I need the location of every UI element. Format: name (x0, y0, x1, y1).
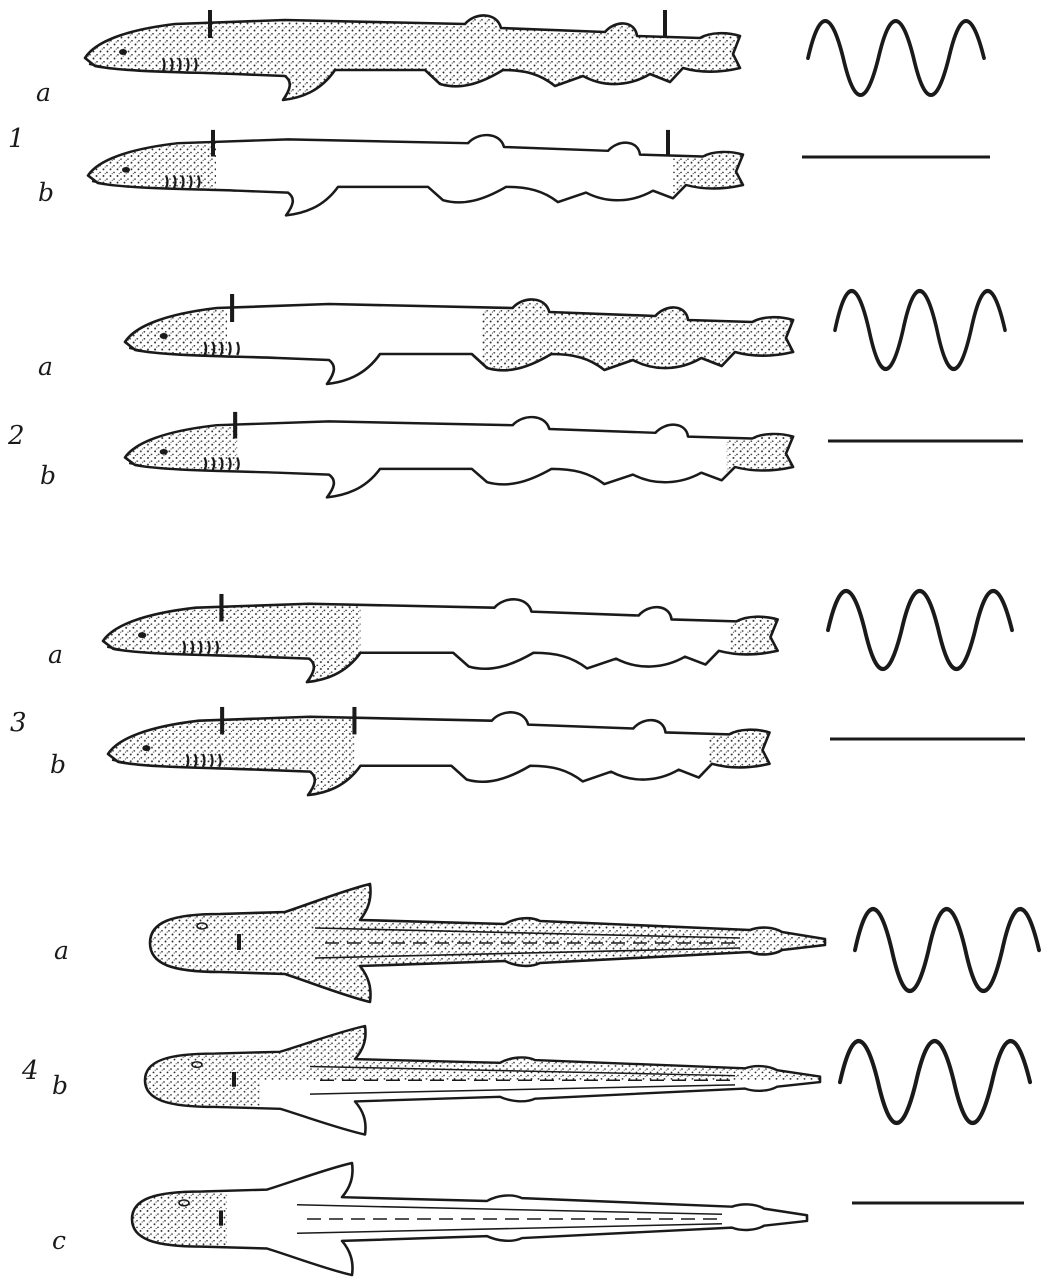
row-label-2b: b (40, 463, 56, 488)
shark-4c (132, 1154, 807, 1282)
row-label-3b: b (50, 752, 66, 777)
shark-4a (150, 874, 850, 1014)
shark-3b (108, 695, 876, 832)
row-label-3a: a (48, 642, 63, 667)
wave-trace-2a (835, 291, 1005, 369)
shark-2a (125, 282, 900, 422)
group-label-4: 4 (22, 1058, 39, 1084)
group-label-2: 2 (8, 423, 25, 449)
shark-2b (125, 401, 900, 534)
group-label-1: 1 (8, 126, 25, 152)
wave-trace-3a (828, 591, 1012, 669)
group-label-3: 3 (10, 710, 27, 736)
row-label-1b: b (38, 180, 54, 205)
wave-trace-4a (855, 909, 1039, 991)
wave-trace-1a (808, 21, 984, 95)
row-label-4b: b (52, 1073, 68, 1098)
shark-1b (88, 119, 848, 252)
shark-4b (145, 1017, 845, 1136)
row-label-2a: a (38, 354, 53, 379)
shark-3a (103, 582, 886, 719)
row-label-1a: a (36, 80, 51, 105)
wave-trace-4b (840, 1041, 1030, 1123)
shark-1a (85, 0, 845, 138)
row-label-4c: c (52, 1228, 66, 1253)
row-label-4a: a (54, 938, 69, 963)
